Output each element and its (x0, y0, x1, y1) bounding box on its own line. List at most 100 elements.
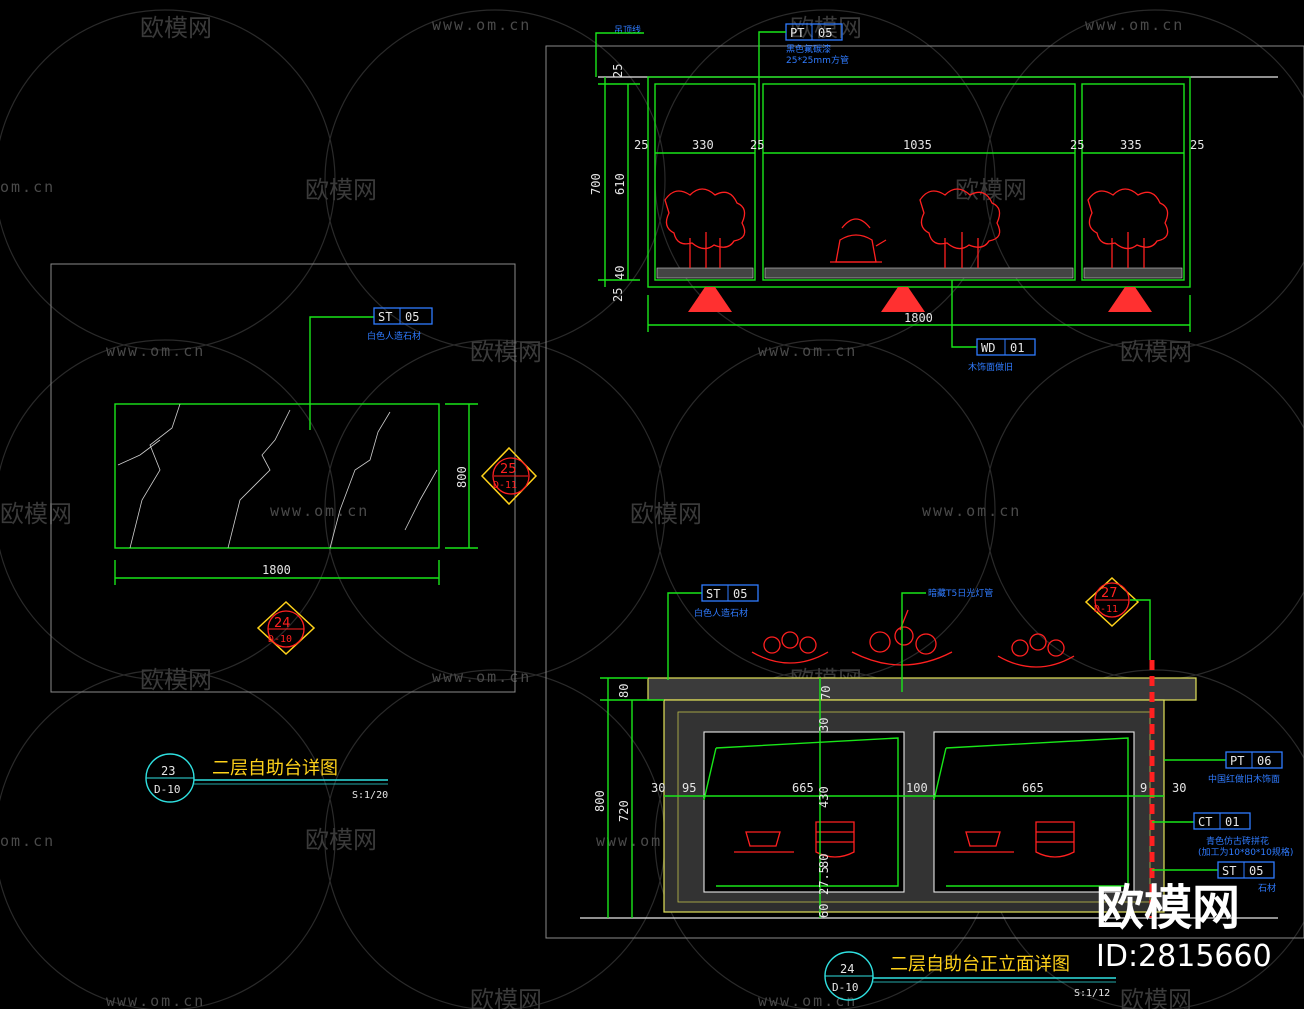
material-tag-ct01 (1193, 812, 1251, 830)
svg-text:D-10: D-10 (154, 783, 181, 796)
material-tag-st05 (373, 307, 433, 325)
watermark-url: www.om.cn (270, 502, 369, 520)
watermark-url: www.om.cn (758, 992, 857, 1009)
watermark-url: www.om.cn (758, 342, 857, 360)
svg-text:95: 95 (682, 781, 696, 795)
countertop (647, 677, 1197, 701)
counter-dims-horizontal: 30 95 665 100 665 9 30 (651, 781, 1186, 795)
cup-decoration-left (734, 831, 794, 853)
svg-text:05: 05 (1249, 864, 1263, 878)
svg-text:WD: WD (981, 341, 995, 355)
svg-text:ID:2815660: ID:2815660 (1096, 939, 1272, 974)
watermark-brand: 欧模网 (955, 176, 1027, 204)
svg-text:25: 25 (634, 138, 648, 152)
section-mark-25: 25 D-11 (480, 446, 538, 506)
svg-text:PT: PT (790, 26, 804, 40)
svg-text:40: 40 (613, 266, 627, 280)
svg-text:665: 665 (792, 781, 814, 795)
brand-stamp: 欧模网 ID:2815660 (1096, 880, 1272, 974)
watermark-url: www.om.cn (106, 992, 205, 1009)
plan-view: ST 05 白色人造石材 1800 800 25 D-11 24 D-10 (50, 263, 538, 803)
svg-text:25: 25 (611, 288, 625, 302)
cup-decoration-right (954, 831, 1014, 853)
svg-text:9: 9 (1140, 781, 1147, 795)
svg-text:D-10: D-10 (268, 634, 292, 645)
svg-text:665: 665 (1022, 781, 1044, 795)
dim-width: 1800 (262, 563, 291, 577)
svg-text:25: 25 (750, 138, 764, 152)
counter-dims-vertical: 70 430 30 27.5 60 80 (817, 686, 833, 918)
material-tag-st05-side (1217, 861, 1275, 879)
svg-text:80: 80 (617, 684, 631, 698)
dim-upper-width: 1800 (904, 311, 933, 325)
svg-text:330: 330 (692, 138, 714, 152)
svg-text:24: 24 (274, 616, 291, 631)
watermark-texts: 欧模网 欧模网 www.om.cn www.om.cn om.cn 欧模网 欧模… (0, 14, 1192, 1009)
stone-vein-pattern (117, 403, 438, 549)
svg-text:23: 23 (161, 764, 175, 778)
counter-title-block: 24 D-10 二层自助台正立面详图 S:1/12 (824, 951, 1116, 1001)
watermark-brand: 欧模网 (0, 500, 72, 528)
svg-text:70: 70 (819, 686, 833, 700)
plan-scale: S:1/20 (352, 790, 388, 801)
watermark-url: www.om.cn (1085, 16, 1184, 34)
svg-text:335: 335 (1120, 138, 1142, 152)
svg-text:06: 06 (1257, 754, 1271, 768)
watermark-url: www.om.cn (922, 502, 1021, 520)
svg-text:25: 25 (611, 64, 625, 78)
bowl-stack-right (1035, 821, 1075, 858)
plant-decoration-left (664, 188, 746, 268)
teapot-decoration (830, 218, 887, 263)
watermark-url: www.om.cn (106, 342, 205, 360)
svg-text:60: 60 (817, 904, 831, 918)
svg-text:27: 27 (1101, 586, 1118, 601)
svg-text:D-10: D-10 (832, 981, 859, 994)
counter-title: 二层自助台正立面详图 (890, 954, 1070, 975)
svg-text:720: 720 (617, 800, 631, 822)
niche-left (703, 731, 905, 893)
ceiling-label: 吊顶线 (614, 24, 641, 36)
svg-text:D-11: D-11 (493, 480, 517, 491)
svg-text:610: 610 (613, 173, 627, 195)
watermark-brand: 欧模网 (305, 826, 377, 854)
svg-text:24: 24 (840, 962, 854, 976)
watermark-brand: 欧模网 (470, 986, 542, 1009)
svg-text:25: 25 (1190, 138, 1204, 152)
plan-title-block: 23 D-10 二层自助台详图 S:1/20 (145, 753, 388, 803)
svg-text:中国红做旧木饰面: 中国红做旧木饰面 (1208, 773, 1280, 785)
counter-scale: S:1/12 (1074, 988, 1110, 999)
svg-text:青色仿古砖拼花: 青色仿古砖拼花 (1206, 835, 1269, 847)
svg-text:ST: ST (706, 587, 720, 601)
svg-text:05: 05 (733, 587, 747, 601)
svg-text:80: 80 (817, 854, 831, 868)
watermark-brand: 欧模网 (305, 176, 377, 204)
material-tag-pt06 (1225, 751, 1283, 769)
watermark-url: om.cn (0, 178, 55, 196)
watermark-brand: 欧模网 (140, 14, 212, 42)
watermark-brand: 欧模网 (790, 14, 862, 42)
svg-text:01: 01 (1225, 815, 1239, 829)
svg-text:1035: 1035 (903, 138, 932, 152)
svg-text:25: 25 (500, 462, 517, 477)
leader-line (309, 316, 374, 430)
tag-code: ST (378, 310, 392, 324)
svg-text:黑色氟碳漆: 黑色氟碳漆 (786, 43, 831, 55)
svg-text:D-11: D-11 (1094, 604, 1118, 615)
svg-text:100: 100 (906, 781, 928, 795)
watermark-brand: 欧模网 (470, 338, 542, 366)
svg-text:27.5: 27.5 (817, 866, 831, 895)
svg-text:白色人造石材: 白色人造石材 (694, 607, 748, 619)
counter-front-elevation: ST 05 白色人造石材 暗藏T5日光灯管 27 D-11 PT 06 中国红做… (580, 576, 1293, 1001)
svg-text:430: 430 (817, 786, 831, 808)
fruit-bowls (751, 609, 1075, 668)
svg-text:800: 800 (593, 790, 607, 812)
svg-text:PT: PT (1230, 754, 1244, 768)
watermark-url: www.om.cn (432, 668, 531, 686)
bowl-stack-left (815, 821, 855, 858)
svg-text:700: 700 (589, 173, 603, 195)
niche-right (933, 731, 1135, 893)
material-tag-wd01 (976, 338, 1036, 356)
watermark-url: www.om.cn (432, 16, 531, 34)
watermark-url: om.cn (0, 832, 55, 850)
watermark-brand: 欧模网 (1120, 338, 1192, 366)
